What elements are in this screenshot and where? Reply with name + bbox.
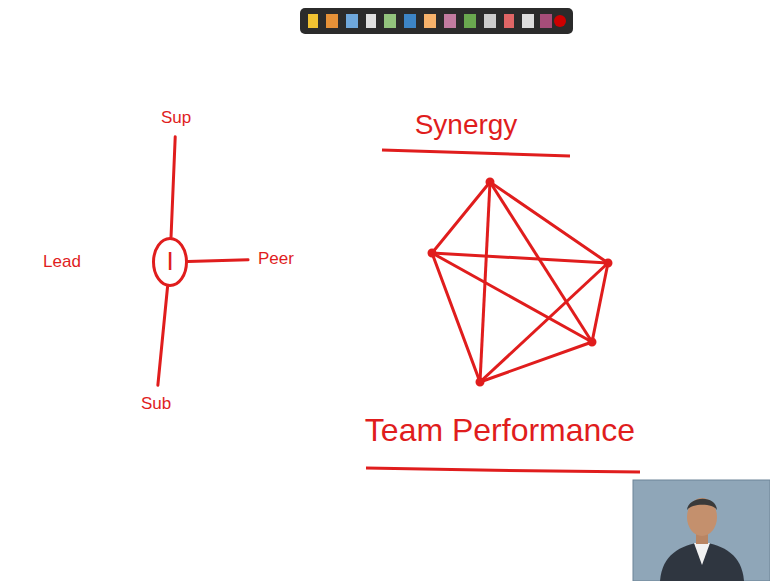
connector-line bbox=[188, 260, 248, 262]
heading: Synergy bbox=[415, 109, 518, 141]
underline bbox=[382, 150, 570, 156]
heading: Team Performance bbox=[365, 412, 635, 449]
connector-layer bbox=[158, 137, 248, 385]
connector-line bbox=[158, 287, 168, 385]
pen-toolbar bbox=[300, 8, 573, 34]
synergy-network bbox=[429, 179, 611, 385]
node-text: I bbox=[166, 247, 173, 277]
underline bbox=[366, 468, 640, 472]
presenter-video bbox=[633, 480, 770, 581]
node-text: Peer bbox=[258, 249, 294, 269]
connector-line bbox=[171, 137, 175, 237]
node-text: Sub bbox=[141, 394, 171, 414]
circled-node: I bbox=[152, 237, 188, 287]
role-node: Peer bbox=[254, 246, 298, 272]
side-note: Lead bbox=[43, 252, 81, 272]
role-node: Sup bbox=[157, 105, 195, 131]
node-text: Sup bbox=[161, 108, 191, 128]
role-node: Sub bbox=[137, 391, 175, 417]
